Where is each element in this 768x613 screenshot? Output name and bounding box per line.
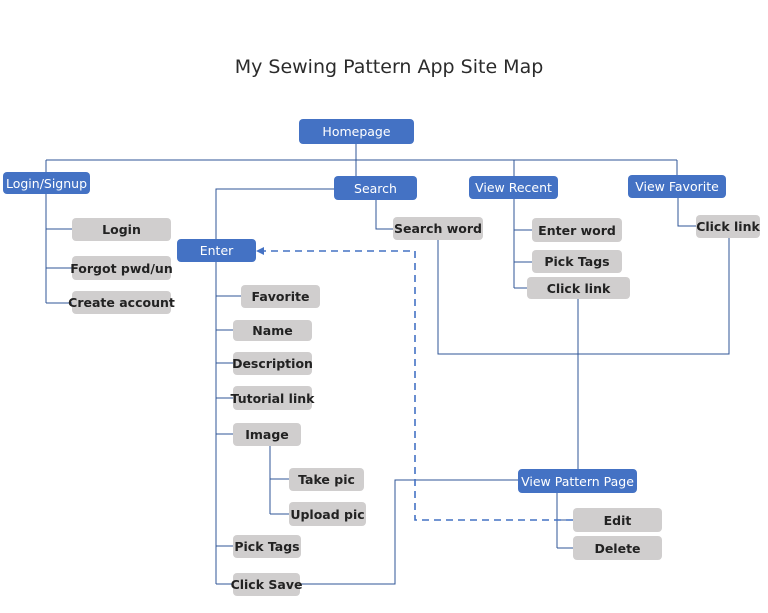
node-enter[interactable]: Enter (177, 239, 256, 262)
connector-click-link-fav-to-merge (578, 238, 730, 355)
arrowhead-enter (256, 247, 264, 255)
connector-search-to-enter (215, 188, 334, 239)
node-view-favorite[interactable]: View Favorite (628, 175, 726, 198)
node-view-recent[interactable]: View Recent (469, 176, 558, 199)
node-click-link-recent[interactable]: Click link (527, 277, 630, 299)
node-pick-tags-enter[interactable]: Pick Tags (233, 535, 301, 558)
connector-search-to-search-word (375, 200, 393, 230)
diagram-title: My Sewing Pattern App Site Map (234, 56, 544, 78)
node-description[interactable]: Description (232, 352, 313, 375)
node-take-pic[interactable]: Take pic (289, 468, 364, 491)
node-create-account[interactable]: Create account (68, 291, 175, 314)
node-search[interactable]: Search (334, 176, 417, 200)
node-search-word[interactable]: Search word (393, 217, 483, 240)
connector-edit-loop-dashed (256, 250, 573, 521)
node-favorite[interactable]: Favorite (241, 285, 320, 308)
node-homepage[interactable]: Homepage (299, 119, 414, 144)
connector-search-word-to-merge (437, 240, 578, 355)
node-login[interactable]: Login (72, 218, 171, 241)
node-delete[interactable]: Delete (573, 536, 662, 560)
node-click-save[interactable]: Click Save (231, 573, 302, 596)
node-login-signup[interactable]: Login/Signup (3, 172, 90, 194)
node-view-pattern-page[interactable]: View Pattern Page (518, 469, 637, 493)
node-name[interactable]: Name (233, 320, 312, 341)
node-image[interactable]: Image (233, 423, 301, 446)
node-tutorial-link[interactable]: Tutorial link (231, 386, 314, 410)
node-edit[interactable]: Edit (573, 508, 662, 532)
node-upload-pic[interactable]: Upload pic (289, 502, 366, 526)
node-pick-tags-recent[interactable]: Pick Tags (532, 250, 622, 273)
node-click-link-favorite[interactable]: Click link (696, 215, 760, 238)
node-enter-word[interactable]: Enter word (532, 218, 622, 242)
connector-click-save-to-pattern (300, 479, 518, 585)
connector-fav-to-click-link (677, 198, 696, 227)
node-forgot-pwd[interactable]: Forgot pwd/un (70, 256, 173, 280)
